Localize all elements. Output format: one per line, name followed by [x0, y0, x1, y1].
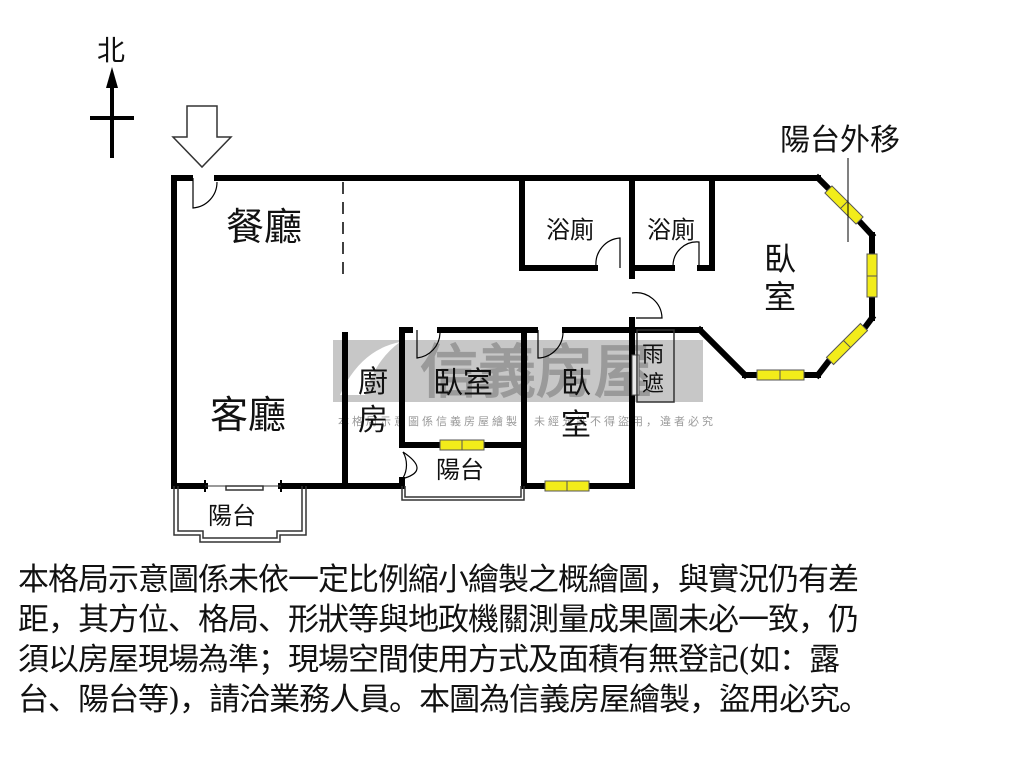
room-master-bedroom-1: 臥 — [764, 240, 796, 278]
bath1-door-icon — [595, 237, 621, 268]
room-bath-1: 浴廁 — [546, 216, 594, 244]
room-master-bedroom-2: 室 — [764, 278, 796, 316]
disclaimer-line: 本格局示意圖係未依一定比例縮小繪製之概繪圖，與實況仍有差 — [18, 562, 859, 598]
room-balcony-living: 陽台 — [208, 502, 256, 530]
room-dining: 餐廳 — [226, 205, 302, 249]
bath2-door-icon — [672, 241, 700, 268]
balcony-outlines — [173, 480, 525, 543]
room-bath-2: 浴廁 — [647, 216, 695, 244]
disclaimer: 本格局示意圖係未依一定比例縮小繪製之概繪圖，與實況仍有差 距，其方位、格局、形狀… — [18, 560, 1008, 720]
entrance-arrow-icon — [171, 105, 233, 169]
watermark-logo: 信義房屋 本格局示意圖係信義房屋繪製，未經允許不得盜用，違者必究 — [333, 338, 713, 428]
room-kitchen-2: 房 — [358, 403, 388, 438]
doors — [192, 178, 700, 479]
balcony-door-icon — [402, 451, 408, 479]
canopy-outline — [636, 329, 675, 403]
floor-plan: 信義房屋 本格局示意圖係信義房屋繪製，未經允許不得盜用，違者必究 北 — [90, 34, 900, 543]
disclaimer-line: 距，其方位、格局、形狀等與地政機關測量成果圖未必一致，仍 — [18, 602, 859, 638]
watermark-brand: 信義房屋 — [420, 338, 652, 406]
bedroom-a-door-icon — [416, 330, 441, 359]
room-canopy-2: 遮 — [642, 372, 664, 397]
walls — [171, 173, 877, 489]
room-bedroom-a: 臥室 — [433, 366, 493, 401]
room-bedroom-b-2: 室 — [561, 408, 591, 443]
room-balcony-inner: 陽台 — [436, 456, 484, 484]
windows — [439, 185, 878, 492]
disclaimer-line: 台、陽台等)，請洽業務人員。本圖為信義房屋繪製，盜用必究。 — [18, 682, 870, 718]
corridor-door-icon — [631, 292, 663, 319]
annotation-balcony-moved: 陽台外移 — [780, 123, 900, 158]
room-living: 客廳 — [210, 393, 286, 437]
disclaimer-line: 須以房屋現場為準；現場空間使用方式及面積有無登記(如：露 — [18, 642, 840, 678]
room-canopy-1: 雨 — [642, 343, 664, 368]
north-arrow-icon — [106, 67, 118, 88]
compass: 北 — [90, 34, 134, 158]
room-kitchen-1: 廚 — [358, 365, 388, 400]
compass-label: 北 — [97, 34, 125, 67]
room-bedroom-b-1: 臥 — [561, 366, 591, 401]
bedroom-b-door-icon — [537, 330, 564, 359]
entrance-door-icon — [192, 178, 218, 209]
